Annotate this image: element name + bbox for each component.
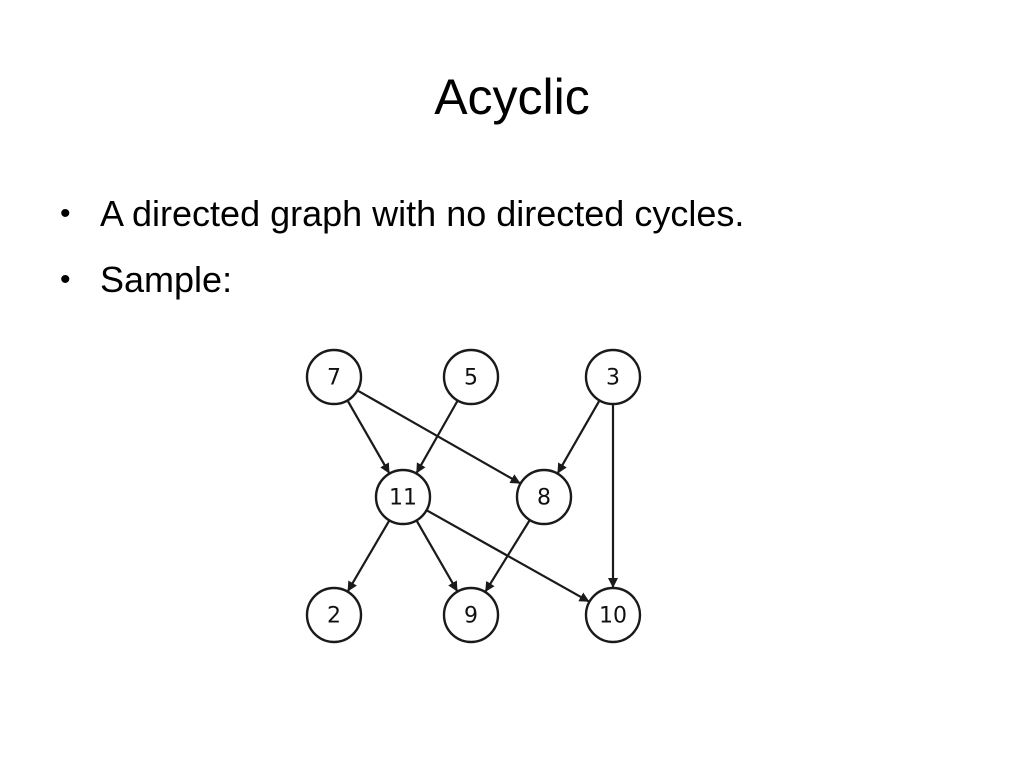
node-circle-8: [515, 468, 573, 526]
node-2: 2: [305, 586, 363, 644]
edge-8-to-9: [484, 519, 531, 593]
node-circle-7: [305, 348, 363, 406]
bullet-item-definition: • A directed graph with no directed cycl…: [58, 188, 744, 240]
node-circle-10: [584, 586, 642, 644]
node-circle-3: [584, 348, 642, 406]
node-label-11: 11: [389, 486, 417, 511]
edge-5-to-11: [415, 399, 459, 474]
edge-7-to-8: [356, 389, 521, 485]
node-8: 8: [515, 468, 573, 526]
edge-11-to-9: [415, 519, 458, 592]
node-circle-5: [442, 348, 500, 406]
node-label-9: 9: [464, 604, 478, 629]
node-label-8: 8: [537, 486, 551, 511]
node-10: 10: [584, 586, 642, 644]
dag-diagram: 7 5 3 11 8 2 9 10: [305, 348, 642, 644]
edge-3-to-8: [557, 399, 601, 474]
slide-title: Acyclic: [434, 69, 590, 125]
node-circle-11: [374, 468, 432, 526]
node-circle-9: [442, 586, 500, 644]
bullet-icon: •: [60, 263, 71, 296]
node-label-5: 5: [464, 366, 478, 391]
bullet-list: • A directed graph with no directed cycl…: [58, 188, 744, 320]
node-label-10: 10: [599, 604, 627, 629]
node-label-2: 2: [327, 604, 341, 629]
node-9: 9: [442, 586, 500, 644]
edge-11-to-2: [347, 519, 391, 592]
bullet-item-sample: • Sample:: [58, 254, 744, 306]
node-label-7: 7: [327, 366, 341, 391]
node-circle-2: [305, 586, 363, 644]
bullet-icon: •: [60, 197, 71, 230]
edge-7-to-11: [346, 399, 390, 474]
node-label-3: 3: [606, 366, 620, 391]
bullet-text-sample: Sample:: [100, 259, 233, 300]
edges-layer: [346, 389, 618, 603]
node-5: 5: [442, 348, 500, 406]
nodes-layer: 7 5 3 11 8 2 9 10: [305, 348, 642, 644]
node-7: 7: [305, 348, 363, 406]
node-3: 3: [584, 348, 642, 406]
bullet-text-definition: A directed graph with no directed cycles…: [100, 193, 745, 234]
node-11: 11: [374, 468, 432, 526]
